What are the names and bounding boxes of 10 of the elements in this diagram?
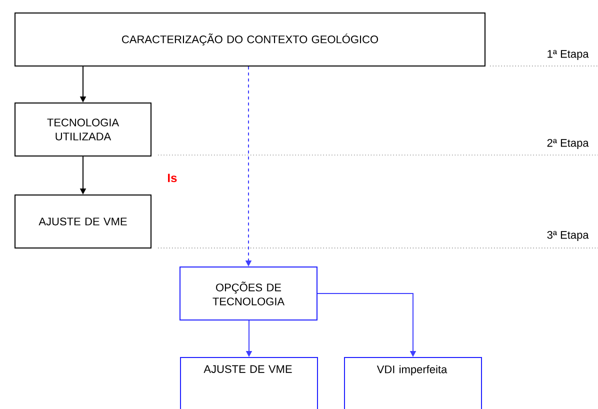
process-box: AJUSTE DE VME [180, 356, 318, 409]
process-box: TECNOLOGIA UTILIZADA [14, 102, 152, 156]
stage-label: 3ª Etapa [547, 231, 589, 241]
process-box: AJUSTE DE VME [14, 194, 152, 248]
process-box: OPÇÕES DE TECNOLOGIA [180, 266, 318, 320]
stage-label: 2ª Etapa [547, 139, 589, 149]
annotation-label: Is [168, 174, 177, 182]
process-box: CARACTERIZAÇÃO DO CONTEXTO GEOLÓGICO [14, 12, 486, 66]
process-box: VDI imperfeita [344, 356, 482, 409]
stage-label: 1ª Etapa [548, 50, 589, 60]
